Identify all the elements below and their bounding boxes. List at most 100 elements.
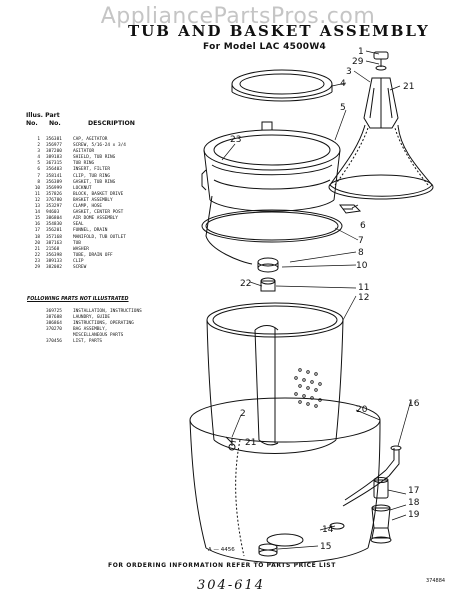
illus-number: 7 <box>37 173 40 179</box>
part-number: 376780 <box>46 197 62 203</box>
illus-number: 1 <box>37 137 40 142</box>
tub-ring-shield <box>231 69 333 102</box>
part-number: 370456 <box>46 339 62 345</box>
part-description: TUB RING <box>73 161 95 167</box>
part-description: BAG ASSEMBLY, <box>73 327 108 333</box>
illus-number: 16 <box>34 222 40 228</box>
filter-insert <box>339 204 362 214</box>
part-number: 94603 <box>46 210 60 216</box>
page-title: TUB AND BASKET ASSEMBLY <box>128 22 430 40</box>
part-number: 21568 <box>46 246 60 252</box>
header-description: DESCRIPTION <box>88 120 135 127</box>
callout-21-top: 21 <box>403 82 414 92</box>
part-description: CLAMP, HOSE <box>73 204 103 210</box>
part-description: LOCKNUT <box>73 185 92 191</box>
illus-number: 14 <box>34 210 40 216</box>
part-description: INSTALLATION, INSTRUCTIONS <box>73 309 142 314</box>
part-description: INSTRUCTIONS, OPERATING <box>73 321 134 327</box>
part-number: 356977 <box>46 143 62 149</box>
part-number: 356398 <box>46 252 62 258</box>
watermark: AppliancePartsPros.com <box>100 4 376 29</box>
illus-number: 20 <box>34 240 40 246</box>
drain-tube <box>342 445 402 507</box>
handwritten-note: 304-614 <box>197 578 266 593</box>
agitator <box>328 77 434 200</box>
callout-19: 19 <box>408 510 420 520</box>
part-description: MISCELLANEOUS PARTS <box>73 333 124 339</box>
illus-number: 5 <box>37 161 40 167</box>
part-number: 386864 <box>46 321 62 327</box>
callout-4: 4 <box>340 79 346 89</box>
illus-number: 10 <box>34 185 40 191</box>
tub-ring <box>201 121 341 212</box>
tub-outlet-manifold <box>370 477 392 544</box>
callout-5: 5 <box>340 103 346 113</box>
illus-number: 23 <box>34 258 40 264</box>
illus-number: 22 <box>34 252 40 258</box>
illus-number: 8 <box>37 179 40 185</box>
part-number: 358141 <box>46 173 62 179</box>
model-subtitle: For Model LAC 4500W4 <box>203 42 327 52</box>
part-description: SCREW, 5/16-24 x 3/4 <box>73 143 126 149</box>
callout-6: 6 <box>360 221 366 231</box>
part-description: INSERT, FILTER <box>73 167 111 173</box>
part-description: FUNNEL, DRAIN <box>73 228 108 234</box>
illus-number: 17 <box>34 228 40 234</box>
part-description: GASKET, TUB RING <box>73 179 116 185</box>
revision-number: 374884 <box>426 578 446 584</box>
illus-number: 18 <box>34 234 40 240</box>
callout-12: 12 <box>358 293 369 303</box>
illus-number: 12 <box>34 197 40 203</box>
part-number: 356381 <box>46 137 62 142</box>
not-illustrated-heading: FOLLOWING PARTS NOT ILLUSTRATED <box>27 297 129 302</box>
part-number: 356999 <box>46 185 62 191</box>
part-number: 367315 <box>46 161 62 167</box>
part-number: 356201 <box>46 228 62 234</box>
callout-23: 23 <box>230 135 241 145</box>
part-description: SHIELD, TUB RING <box>73 155 116 161</box>
header-illus: Illus. Part <box>26 112 60 119</box>
part-description: LIST, PARTS <box>73 339 103 345</box>
part-number: 387688 <box>46 315 62 321</box>
tub-ring-gasket <box>201 195 343 265</box>
part-number: 389183 <box>46 155 62 161</box>
part-description: CLIP, TUB RING <box>73 173 111 179</box>
callout-14: 14 <box>322 525 334 535</box>
illus-number: 6 <box>37 167 40 173</box>
part-description: TUBE, DRAIN OFF <box>73 252 113 258</box>
callout-2: 2 <box>240 409 246 419</box>
part-description: GASKET, CENTER POST <box>73 210 124 216</box>
part-number: 387163 <box>46 240 62 246</box>
part-number: 369725 <box>46 309 62 314</box>
callout-11: 11 <box>358 283 369 293</box>
part-description: AIR DOME ASSEMBLY <box>73 216 118 222</box>
callout-3: 3 <box>346 67 352 77</box>
callout-20: 20 <box>356 405 368 415</box>
part-number: 354830 <box>46 222 62 228</box>
part-number: 356389 <box>46 179 62 185</box>
hose-clamp <box>329 522 345 530</box>
callout-22: 22 <box>240 279 251 289</box>
callout-16: 16 <box>408 399 420 409</box>
part-description: MANIFOLD, TUB OUTLET <box>73 234 126 240</box>
part-number: 386804 <box>46 216 62 222</box>
part-description: AGITATOR <box>73 149 95 155</box>
part-description: BLOCK, BASKET DRIVE <box>73 191 124 197</box>
part-description: BASKET ASSEMBLY <box>73 197 113 203</box>
header-no: No. <box>26 120 38 127</box>
header-part-no: No. <box>49 120 61 127</box>
illus-number: 13 <box>34 204 40 210</box>
part-number: 356403 <box>46 167 62 173</box>
callout-17: 17 <box>408 486 419 496</box>
part-number: 353297 <box>46 204 62 210</box>
callout-8: 8 <box>358 248 364 258</box>
part-description: WASHER <box>73 246 89 252</box>
callout-18: 18 <box>408 498 420 508</box>
locknut <box>257 257 279 273</box>
part-number: 357168 <box>46 234 62 240</box>
basket-drive-block <box>260 277 276 292</box>
illus-number: 4 <box>37 155 40 161</box>
part-number: 382082 <box>46 264 62 270</box>
tub <box>189 397 381 564</box>
